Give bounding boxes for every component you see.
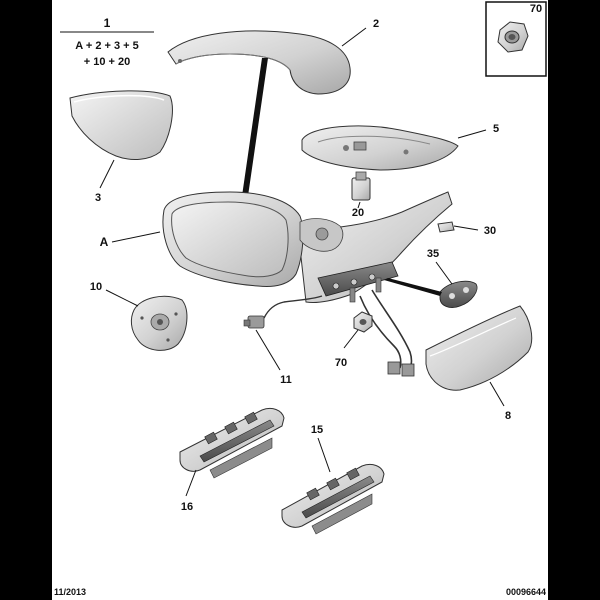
part-30-clip bbox=[437, 221, 455, 233]
part-70-inset: 70 bbox=[485, 1, 547, 77]
formula-ref: 1 bbox=[104, 16, 111, 30]
leader-15 bbox=[317, 437, 331, 473]
footer-date: 11/2013 bbox=[54, 587, 86, 597]
callout-2: 2 bbox=[373, 18, 379, 30]
leader-A bbox=[111, 231, 161, 243]
leader-70 bbox=[343, 329, 359, 349]
callout-8: 8 bbox=[505, 410, 511, 422]
part-20-bulb-holder bbox=[351, 171, 371, 201]
part-A-mirror-assembly bbox=[162, 191, 453, 377]
formula-line-2: + 10 + 20 bbox=[84, 56, 131, 68]
part-16-switch-panel bbox=[179, 407, 285, 479]
leader-10 bbox=[105, 289, 139, 307]
part-11-harness-connector bbox=[243, 315, 265, 329]
callout-70: 70 bbox=[335, 357, 347, 369]
leader-cover-to-assembly bbox=[242, 58, 268, 196]
part-3-mirror-glass bbox=[69, 90, 173, 160]
leader-20 bbox=[357, 201, 361, 209]
part-10-actuator bbox=[130, 295, 188, 351]
leader-8 bbox=[489, 381, 505, 407]
leader-5 bbox=[457, 129, 487, 139]
callout-3: 3 bbox=[95, 192, 101, 204]
callout-5: 5 bbox=[493, 123, 499, 135]
part-35-seal bbox=[439, 280, 478, 308]
callout-11: 11 bbox=[280, 374, 292, 386]
leader-35 bbox=[435, 261, 453, 285]
exploded-view-diagram: 1 A + 2 + 3 + 5 + 10 + 20 70 2 3 5 bbox=[54, 1, 547, 597]
callout-16: 16 bbox=[181, 501, 193, 513]
callout-30: 30 bbox=[484, 225, 496, 237]
leader-2 bbox=[341, 27, 367, 47]
part-5-indicator-lamp bbox=[301, 125, 459, 171]
diagram-sheet: 1 A + 2 + 3 + 5 + 10 + 20 70 2 3 5 bbox=[52, 0, 548, 600]
leader-11 bbox=[255, 329, 281, 371]
callout-35: 35 bbox=[427, 248, 439, 260]
leader-35-pointer bbox=[384, 278, 442, 296]
callout-10: 10 bbox=[90, 281, 102, 293]
callout-A: A bbox=[100, 235, 109, 249]
callout-20: 20 bbox=[352, 207, 364, 219]
part-2-mirror-cover bbox=[167, 30, 351, 95]
footer-code: 00096644 bbox=[506, 587, 546, 597]
part-15-switch-panel bbox=[281, 463, 385, 535]
leader-3 bbox=[99, 159, 115, 189]
part-70-nut bbox=[353, 311, 373, 333]
leader-16 bbox=[185, 469, 197, 497]
leader-30 bbox=[453, 225, 479, 231]
assembly-formula: 1 A + 2 + 3 + 5 + 10 + 20 bbox=[60, 16, 154, 68]
part-8-lower-trim bbox=[425, 305, 533, 391]
formula-line-1: A + 2 + 3 + 5 bbox=[75, 40, 139, 52]
hex-nut-icon bbox=[497, 21, 529, 53]
callout-15: 15 bbox=[311, 424, 323, 436]
callout-70-inset: 70 bbox=[530, 3, 542, 15]
